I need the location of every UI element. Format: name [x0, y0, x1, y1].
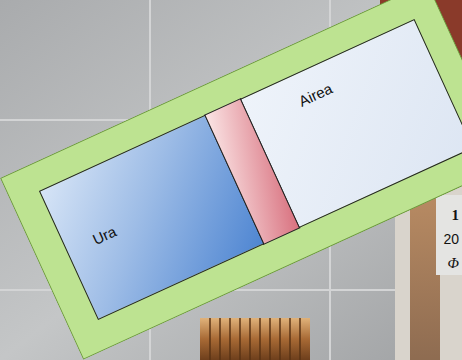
callout-number: 1: [452, 207, 460, 224]
chamber-label: Airea: [296, 80, 335, 110]
dimension-label: 20: [443, 231, 459, 247]
symbol-label: Φ: [448, 255, 459, 272]
chamber-label: Ura: [90, 222, 119, 248]
